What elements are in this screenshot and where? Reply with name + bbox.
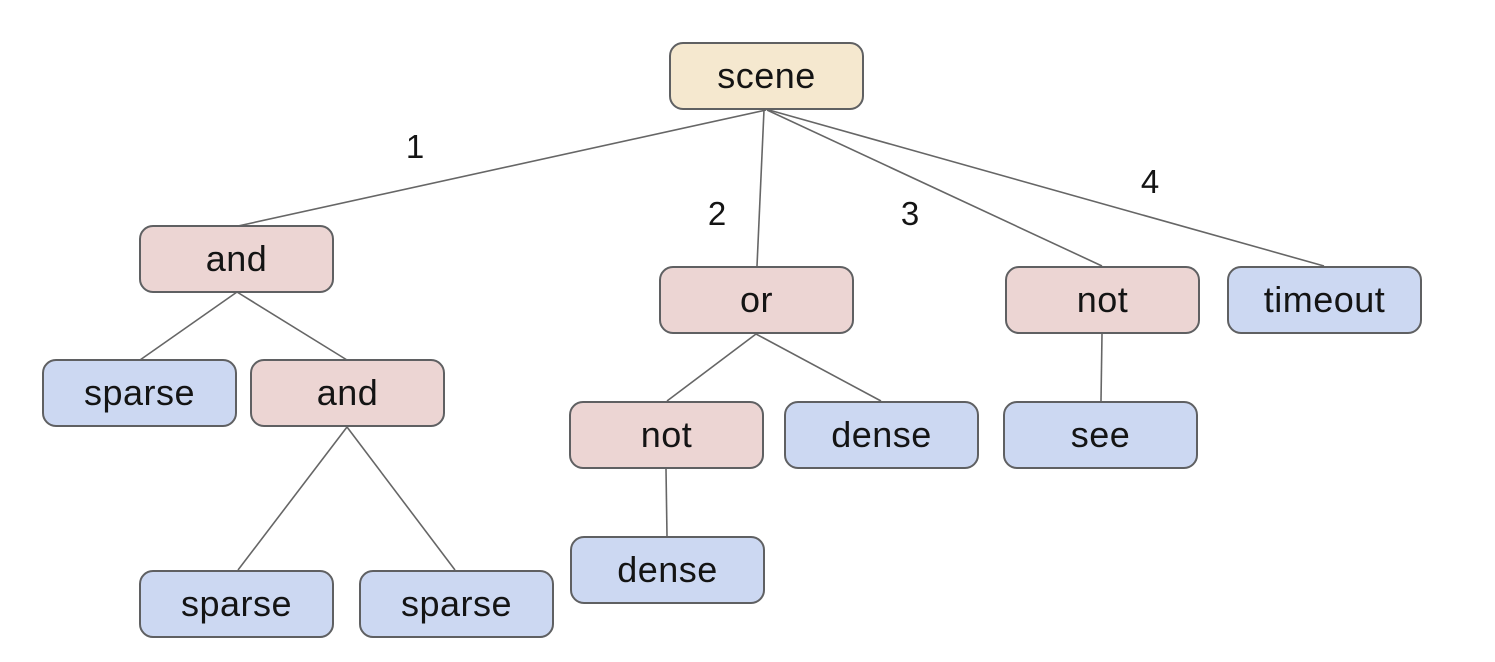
node-see: see	[1003, 401, 1198, 469]
edge-and-2-to-sparse-3	[346, 426, 456, 571]
edge-scene-to-and-1	[237, 109, 767, 227]
edge-label-3: 3	[900, 195, 920, 232]
edge-label-4: 4	[1140, 163, 1160, 200]
edge-and-1-to-sparse-1	[139, 291, 238, 361]
edge-or-to-dense-1	[755, 333, 882, 402]
edge-not-1-to-see	[1100, 333, 1103, 402]
node-or: or	[659, 266, 854, 334]
edge-label-2: 2	[707, 195, 727, 232]
edge-and-1-to-and-2	[236, 291, 348, 361]
edge-label-1: 1	[405, 128, 425, 165]
node-and-2: and	[250, 359, 445, 427]
node-sparse-2: sparse	[139, 570, 334, 638]
node-dense-2: dense	[570, 536, 765, 604]
edge-scene-to-timeout	[768, 109, 1325, 267]
edge-and-2-to-sparse-2	[237, 426, 348, 571]
node-and-1: and	[139, 225, 334, 293]
edge-or-to-not-2	[666, 333, 757, 402]
node-not-2: not	[569, 401, 764, 469]
node-sparse-3: sparse	[359, 570, 554, 638]
node-dense-1: dense	[784, 401, 979, 469]
node-scene: scene	[669, 42, 864, 110]
node-timeout: timeout	[1227, 266, 1422, 334]
node-sparse-1: sparse	[42, 359, 237, 427]
edge-scene-to-not-1	[766, 109, 1103, 267]
node-not-1: not	[1005, 266, 1200, 334]
edge-not-2-to-dense-2	[665, 468, 668, 537]
edge-scene-to-or	[756, 109, 765, 267]
